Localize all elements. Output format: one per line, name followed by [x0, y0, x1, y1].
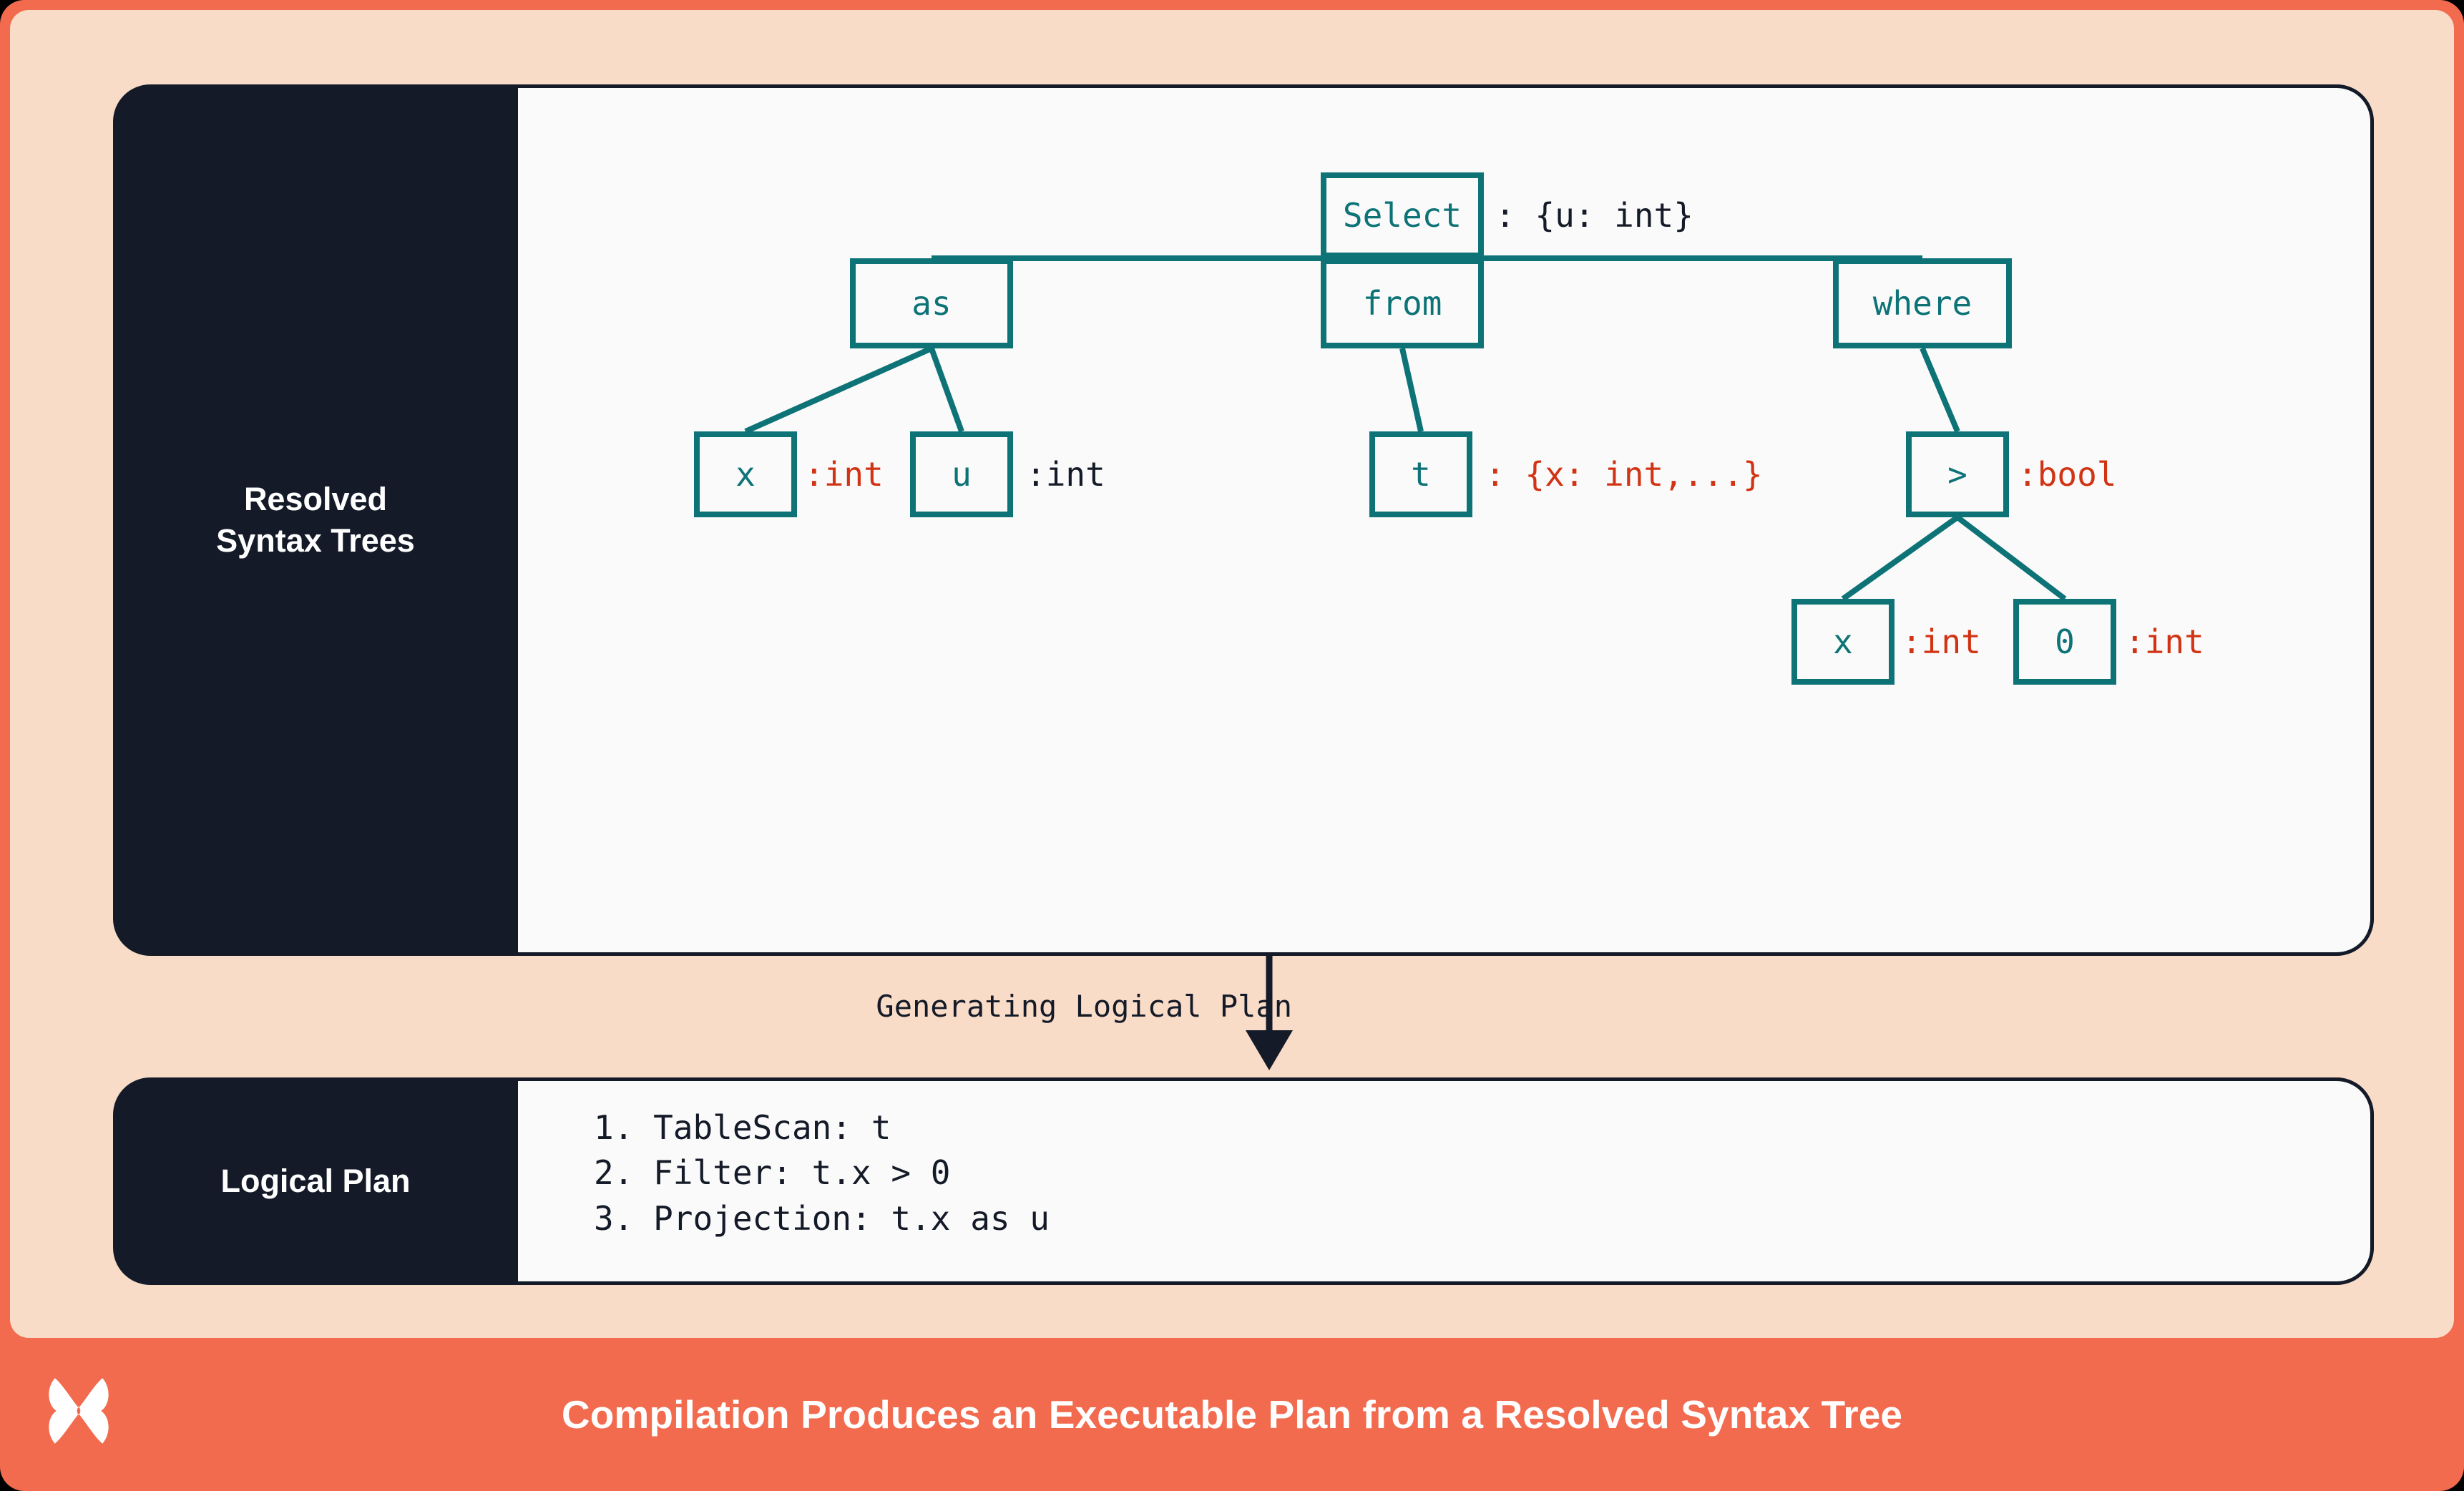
tree-node-label: Select — [1342, 196, 1462, 235]
tree-edge — [1841, 514, 1960, 602]
rail-text-syntax-trees: Resolved Syntax Trees — [216, 481, 415, 559]
type-annotation-gt-0: :int — [2125, 622, 2204, 661]
plan-step-2: 2. Filter: t.x > 0 — [594, 1153, 951, 1193]
syntax-tree-diagram: Select : {u: int} as from where x :int u :int t : … — [518, 88, 2367, 952]
tree-edge — [1399, 348, 1424, 432]
type-annotation-from-t: : {x: int,...} — [1485, 455, 1763, 494]
tree-node-as-x[interactable]: x — [694, 431, 797, 517]
card-resolved-syntax-trees: Resolved Syntax Trees Select : {u: int} as… — [113, 84, 2374, 956]
footer-bar: Compilation Produces an Executable Plan … — [0, 1338, 2464, 1491]
poster-canvas: Resolved Syntax Trees Select : {u: int} as… — [10, 10, 2454, 1338]
tree-node-select[interactable]: Select — [1321, 172, 1484, 258]
tree-node-from-t[interactable]: t — [1369, 431, 1472, 517]
type-annotation-as-x: :int — [804, 455, 884, 494]
card-logical-plan: Logical Plan 1. TableScan: t 2. Filter: t… — [113, 1077, 2374, 1285]
tree-node-label: as — [911, 284, 952, 323]
footer-caption: Compilation Produces an Executable Plan … — [561, 1392, 1903, 1437]
tree-edge — [744, 346, 933, 434]
tree-node-label: > — [1947, 455, 1967, 494]
tree-node-gt[interactable]: > — [1906, 431, 2009, 517]
card-body-syntax-trees: Select : {u: int} as from where x :int u :int t : … — [518, 84, 2374, 956]
tree-node-label: 0 — [2055, 622, 2075, 661]
type-annotation-gt-x: :int — [1902, 622, 1981, 661]
tree-node-gt-0[interactable]: 0 — [2013, 599, 2116, 685]
flow-label: Generating Logical Plan — [876, 989, 1292, 1024]
tree-node-label: from — [1362, 284, 1442, 323]
plan-step-3: 3. Projection: t.x as u — [594, 1198, 1050, 1238]
tree-edge — [1920, 347, 1960, 433]
card-body-logical-plan: 1. TableScan: t 2. Filter: t.x > 0 3. Proj… — [518, 1077, 2374, 1285]
type-annotation-gt: :bool — [2018, 455, 2117, 494]
rail-text-logical-plan: Logical Plan — [220, 1163, 411, 1200]
butterfly-x-logo-icon — [49, 1378, 109, 1444]
tree-node-as-u[interactable]: u — [910, 431, 1013, 517]
tree-node-as[interactable]: as — [850, 258, 1013, 348]
flow-arrow-icon — [1246, 956, 1293, 1070]
tree-node-label: u — [952, 455, 972, 494]
flow-connector: Generating Logical Plan — [113, 956, 2374, 1077]
tree-node-gt-x[interactable]: x — [1791, 599, 1895, 685]
plan-step-1: 1. TableScan: t — [594, 1108, 891, 1147]
tree-edge — [929, 347, 964, 433]
card-rail-label-syntax-trees: Resolved Syntax Trees — [113, 84, 518, 956]
card-rail-label-logical-plan: Logical Plan — [113, 1077, 518, 1285]
type-annotation-select: : {u: int} — [1495, 196, 1693, 235]
tree-node-label: where — [1872, 284, 1972, 323]
tree-edge — [1955, 514, 2067, 602]
tree-node-label: x — [735, 455, 756, 494]
type-annotation-as-u: :int — [1026, 455, 1105, 494]
tree-node-from[interactable]: from — [1321, 258, 1484, 348]
tree-node-label: x — [1833, 622, 1853, 661]
tree-node-where[interactable]: where — [1833, 258, 2012, 348]
tree-node-label: t — [1411, 455, 1431, 494]
